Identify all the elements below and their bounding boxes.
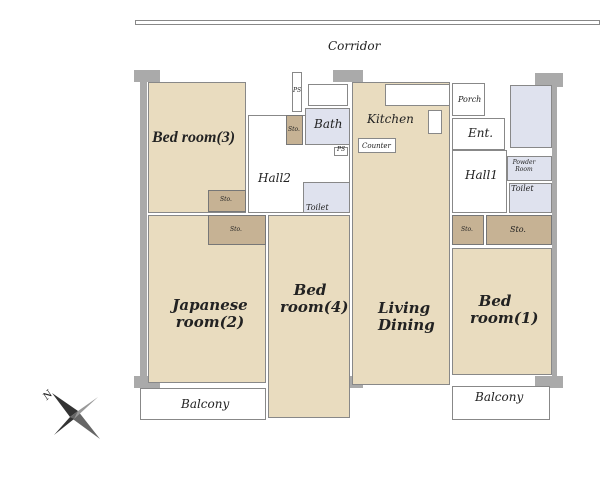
toilet-right-label: Toilet xyxy=(511,184,534,193)
bedroom3-label: Bed room(3) xyxy=(152,129,236,146)
storage-bed3 xyxy=(208,190,246,212)
storage-right-big xyxy=(486,215,552,245)
pillar xyxy=(535,376,563,388)
bedroom1 xyxy=(452,248,552,375)
toilet-left-label: Toilet xyxy=(306,203,329,212)
sink xyxy=(428,110,442,134)
ps-shaft xyxy=(292,72,302,112)
pillar xyxy=(134,70,160,82)
corridor-label: Corridor xyxy=(328,39,381,53)
balcony-right xyxy=(452,386,550,420)
compass-icon xyxy=(52,393,100,439)
bath-label: Bath xyxy=(314,117,343,131)
balcony-left-label: Balcony xyxy=(181,397,230,411)
bedroom1-label: Bed room(1) xyxy=(470,292,539,328)
storage-right-big-label: Sto. xyxy=(510,225,526,234)
storage-right-small-label: Sto. xyxy=(461,226,473,233)
wall-left xyxy=(140,75,147,387)
ps-small-label: PS xyxy=(337,146,346,153)
living-label: Living Dining xyxy=(378,299,435,335)
wall-right xyxy=(552,75,557,387)
bathtub xyxy=(308,84,348,106)
balcony-left xyxy=(140,388,266,420)
japanese-room-label: Japanese room(2) xyxy=(172,296,248,332)
entrance-label: Ent. xyxy=(468,126,494,140)
powder-room xyxy=(507,156,552,181)
storage-right-small xyxy=(452,215,484,245)
bath xyxy=(305,108,350,145)
kitchen-counter-top xyxy=(385,84,450,106)
bedroom4 xyxy=(268,215,350,418)
storage-bed3-label: Sto. xyxy=(220,196,232,203)
entrance xyxy=(452,118,505,150)
kitchen-label: Kitchen xyxy=(367,112,414,126)
porch xyxy=(452,83,485,116)
counter xyxy=(358,138,396,153)
porch-label: Porch xyxy=(458,95,482,104)
storage-japanese xyxy=(208,215,266,245)
hall1-label: Hall1 xyxy=(465,168,498,182)
storage-japanese-label: Sto. xyxy=(230,226,242,233)
ps-label: PS xyxy=(293,87,302,94)
toilet-right xyxy=(509,183,552,213)
corridor-line xyxy=(135,20,600,25)
hall1 xyxy=(452,150,507,213)
counter-label: Counter xyxy=(362,142,391,150)
hall2-label: Hall2 xyxy=(258,171,291,185)
pillar xyxy=(333,70,363,82)
closet-blue xyxy=(510,85,552,148)
powder-room-label: Powder Room xyxy=(512,159,536,173)
storage-bath xyxy=(286,115,303,145)
ps-small xyxy=(334,147,348,156)
toilet-left xyxy=(303,182,350,213)
balcony-right-label: Balcony xyxy=(475,390,524,404)
storage-bath-label: Sto. xyxy=(288,126,300,133)
bedroom4-label: Bed room(4) xyxy=(280,281,349,317)
pillar xyxy=(535,73,563,87)
